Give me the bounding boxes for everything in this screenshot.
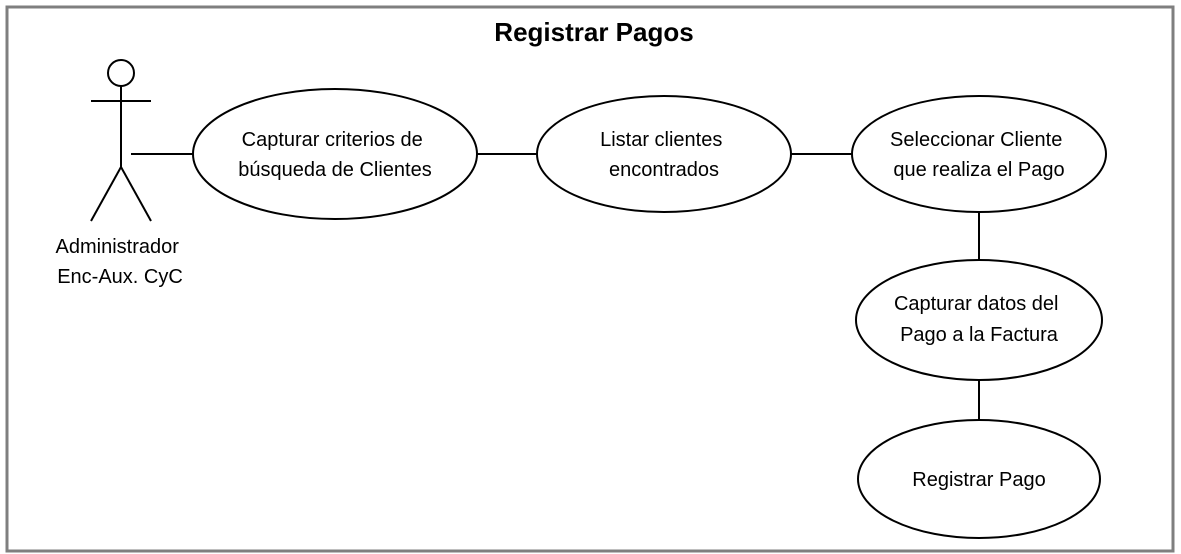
diagram-title: Registrar Pagos [494, 17, 693, 47]
actor-left-leg [90, 166, 122, 222]
use-case-label-line-2: búsqueda de Clientes [238, 159, 431, 181]
use-case-ellipse [192, 88, 478, 220]
actor-right-leg [120, 166, 152, 222]
use-case-ellipse [851, 95, 1107, 213]
use-case-label: Seleccionar Cliente que realiza el Pago [890, 129, 1068, 181]
use-case-label-line-1: Capturar criterios de [242, 129, 423, 151]
use-case-seleccionar-cliente: Seleccionar Cliente que realiza el Pago [851, 95, 1107, 213]
actor-label-line-1: Administrador [56, 236, 180, 258]
actor-label-line-2: Enc-Aux. CyC [57, 266, 183, 288]
use-case-label-line-1: Capturar datos del [894, 293, 1059, 315]
actor-head [107, 59, 135, 87]
use-case-label-line-1: Seleccionar Cliente [890, 129, 1062, 151]
use-case-capturar-criterios: Capturar criterios de búsqueda de Client… [192, 88, 478, 220]
use-case-label: Listar clientes encontrados [600, 129, 728, 181]
use-case-label: Capturar criterios de búsqueda de Client… [238, 129, 431, 181]
use-case-listar-clientes: Listar clientes encontrados [536, 95, 792, 213]
use-case-label: Capturar datos del Pago a la Factura [894, 293, 1064, 346]
use-case-ellipse [536, 95, 792, 213]
use-case-label-line-2: encontrados [609, 159, 719, 181]
use-case-label-line-1: Registrar Pago [912, 469, 1045, 491]
actor-label: Administrador Enc-Aux. CyC [56, 236, 185, 288]
use-case-label-line-1: Listar clientes [600, 129, 722, 151]
use-case-label: Registrar Pago [912, 469, 1045, 491]
use-case-registrar-pago: Registrar Pago [857, 419, 1101, 539]
actor-administrador: Administrador Enc-Aux. CyC [56, 59, 185, 288]
use-case-label-line-2: Pago a la Factura [900, 324, 1059, 346]
use-case-ellipse [855, 259, 1103, 381]
use-case-label-line-2: que realiza el Pago [893, 159, 1064, 181]
use-case-ellipse [857, 419, 1101, 539]
use-case-capturar-datos-pago: Capturar datos del Pago a la Factura [855, 259, 1103, 381]
